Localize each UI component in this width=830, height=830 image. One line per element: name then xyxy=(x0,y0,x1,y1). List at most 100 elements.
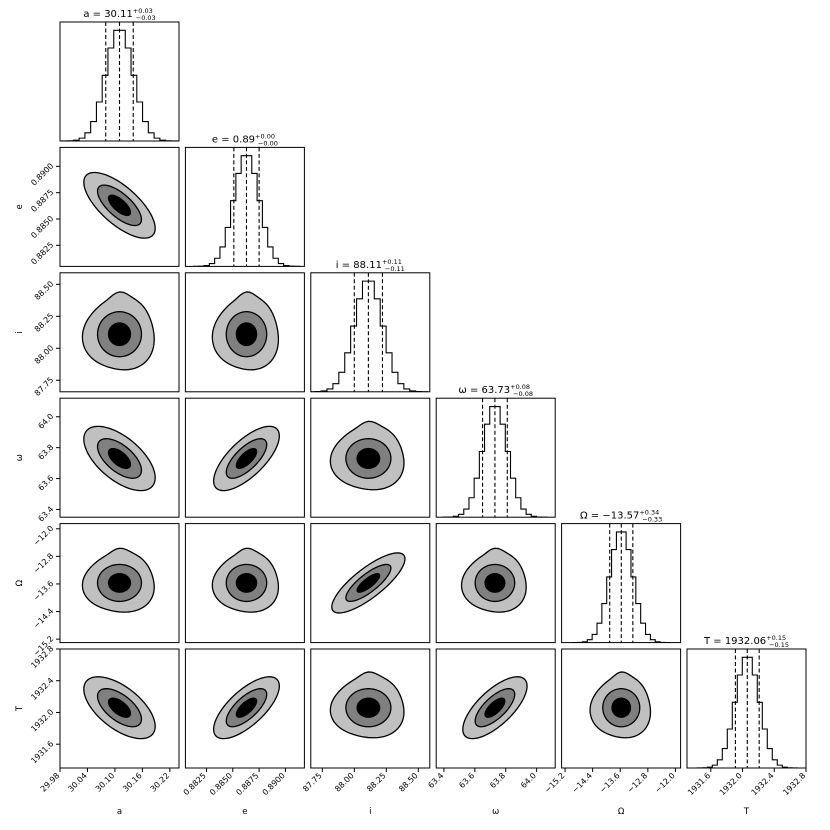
histogram-a: a = 30.11+0.03−0.03 xyxy=(59,7,180,142)
contour-level-1 xyxy=(107,573,132,593)
x-tick-label-omega: 64.0 xyxy=(519,771,538,790)
contour-level-1 xyxy=(107,322,132,347)
panel-frame xyxy=(435,648,556,769)
contour-level-1 xyxy=(235,697,258,718)
contour-panel-Omega-vs-e xyxy=(184,523,305,644)
panel-frame xyxy=(310,272,431,393)
x-tick-label-T: 1932.0 xyxy=(718,771,744,797)
contour-level-1 xyxy=(356,573,381,593)
panel-frame xyxy=(561,523,682,644)
panel-frame xyxy=(686,648,807,769)
panel-frame xyxy=(59,21,180,142)
x-tick-label-omega: 63.4 xyxy=(426,771,445,790)
panel-frame xyxy=(184,523,305,644)
x-tick-label-T: 1932.4 xyxy=(750,771,776,797)
panel-title-T: T = 1932.06+0.15−0.15 xyxy=(703,634,789,649)
y-tick-label-omega: 63.8 xyxy=(36,443,55,462)
panel-frame xyxy=(59,397,180,518)
y-tick-label-T: 1932.4 xyxy=(29,676,55,702)
y-tick-label-e: 0.8875 xyxy=(29,188,55,214)
y-tick-label-omega: 64.0 xyxy=(36,412,55,431)
x-tick-label-i: 88.00 xyxy=(333,771,356,794)
histogram-step-Omega xyxy=(572,531,671,643)
contour-panel-i-vs-e xyxy=(184,272,305,393)
x-tick-label-a: 30.04 xyxy=(66,771,89,794)
panel-frame xyxy=(435,523,556,644)
y-axis-label-i: i xyxy=(15,331,25,333)
y-tick-label-omega: 63.4 xyxy=(36,505,55,524)
contour-panel-omega-vs-i xyxy=(310,397,431,518)
contour-level-1 xyxy=(484,573,506,593)
contour-level-1 xyxy=(107,447,132,470)
y-tick-label-e: 0.8825 xyxy=(29,240,55,266)
contour-panel-Omega-vs-omega xyxy=(435,523,556,644)
y-tick-label-i: 88.50 xyxy=(33,279,56,302)
panel-title-e: e = 0.89+0.00−0.00 xyxy=(212,132,278,147)
x-tick-label-i: 88.50 xyxy=(397,771,420,794)
contour-level-1 xyxy=(611,697,632,718)
histogram-step-i xyxy=(310,280,429,392)
contour-panel-T-vs-Omega: −15.2−14.4−13.6−12.8−12.0Ω xyxy=(543,648,682,817)
x-axis-label-e: e xyxy=(242,807,247,817)
x-tick-label-a: 30.22 xyxy=(149,771,172,794)
x-tick-label-T: 1931.6 xyxy=(686,771,712,797)
y-axis-label-T: T xyxy=(15,705,25,712)
panel-frame xyxy=(184,397,305,518)
x-axis-label-a: a xyxy=(117,807,122,817)
panel-frame xyxy=(310,397,431,518)
contour-level-1 xyxy=(356,697,381,718)
y-tick-label-T: 1931.6 xyxy=(29,739,55,765)
contour-level-1 xyxy=(107,194,132,217)
histogram-step-omega xyxy=(442,405,548,518)
panel-frame xyxy=(184,648,305,769)
y-tick-label-Omega: −13.6 xyxy=(32,579,56,603)
histogram-step-T xyxy=(696,656,798,768)
x-tick-label-a: 30.16 xyxy=(121,771,144,794)
panel-title-i: i = 88.11+0.11−0.11 xyxy=(336,258,405,273)
panel-frame xyxy=(59,648,180,769)
x-tick-label-omega: 63.6 xyxy=(457,771,476,790)
x-tick-label-Omega: −12.0 xyxy=(653,771,677,795)
x-axis-label-omega: ω xyxy=(492,807,499,817)
y-tick-label-Omega: −14.4 xyxy=(32,607,56,631)
x-tick-label-e: 0.8850 xyxy=(208,771,234,797)
y-tick-label-i: 88.25 xyxy=(33,311,56,334)
panel-title-omega: ω = 63.73+0.08−0.08 xyxy=(458,383,533,398)
y-axis-label-Omega: Ω xyxy=(15,579,25,586)
contour-panel-omega-vs-a: 63.4 63.6 63.8 64.0 ω xyxy=(15,397,180,524)
panel-frame xyxy=(184,146,305,267)
y-tick-label-Omega: −12.0 xyxy=(32,524,56,548)
histogram-step-e xyxy=(192,155,301,267)
panel-frame xyxy=(435,397,556,518)
x-tick-label-e: 0.8825 xyxy=(182,771,208,797)
x-tick-label-a: 29.98 xyxy=(39,771,62,794)
panel-frame xyxy=(59,272,180,393)
y-axis-label-omega: ω xyxy=(15,454,25,461)
contour-level-1 xyxy=(484,697,506,718)
panel-frame xyxy=(561,648,682,769)
panel-frame xyxy=(310,648,431,769)
x-tick-label-e: 0.8875 xyxy=(234,771,260,797)
x-tick-label-i: 88.25 xyxy=(365,771,388,794)
histogram-step-a xyxy=(61,29,178,141)
x-axis-label-Omega: Ω xyxy=(618,807,625,817)
panel-frame xyxy=(310,523,431,644)
contour-level-1 xyxy=(356,447,381,470)
y-tick-label-e: 0.8900 xyxy=(29,161,55,187)
y-tick-label-i: 88.00 xyxy=(33,343,56,366)
contour-level-1 xyxy=(235,573,258,593)
y-tick-label-omega: 63.6 xyxy=(36,474,55,493)
contour-panel-Omega-vs-i xyxy=(310,523,431,644)
panel-title-a: a = 30.11+0.03−0.03 xyxy=(83,7,155,22)
contour-level-1 xyxy=(235,447,258,470)
x-tick-label-Omega: −12.8 xyxy=(626,771,650,795)
histogram-omega: ω = 63.73+0.08−0.08 xyxy=(435,383,556,518)
y-tick-label-Omega: −12.8 xyxy=(32,551,56,575)
contour-panel-Omega-vs-a: −15.2−14.4−13.6−12.8−12.0Ω xyxy=(15,523,180,658)
